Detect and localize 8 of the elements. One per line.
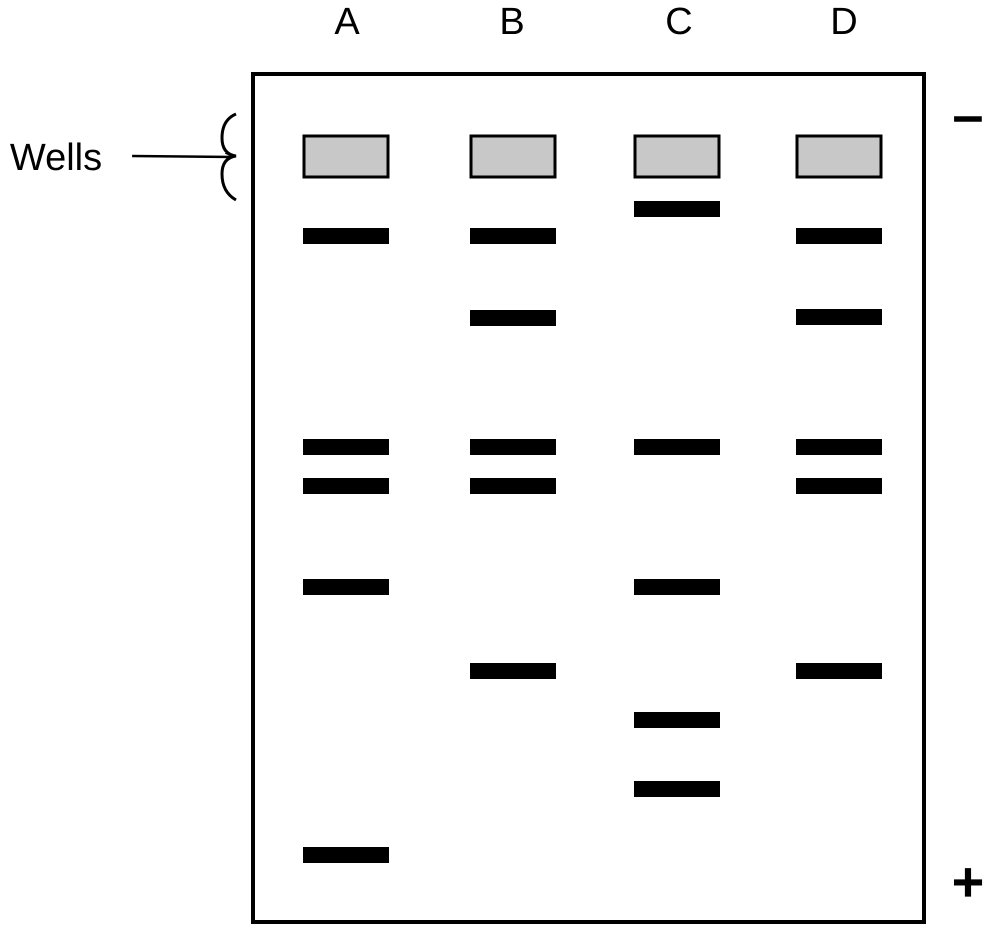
lane-label: C (665, 3, 693, 41)
lane-label: D (830, 3, 858, 41)
brace (220, 112, 238, 202)
lane-label: B (499, 3, 525, 41)
polarity-sign: – (952, 87, 984, 143)
polarity-sign: + (952, 854, 984, 910)
callout-label: Wells (10, 139, 102, 177)
lane-label: A (334, 3, 360, 41)
